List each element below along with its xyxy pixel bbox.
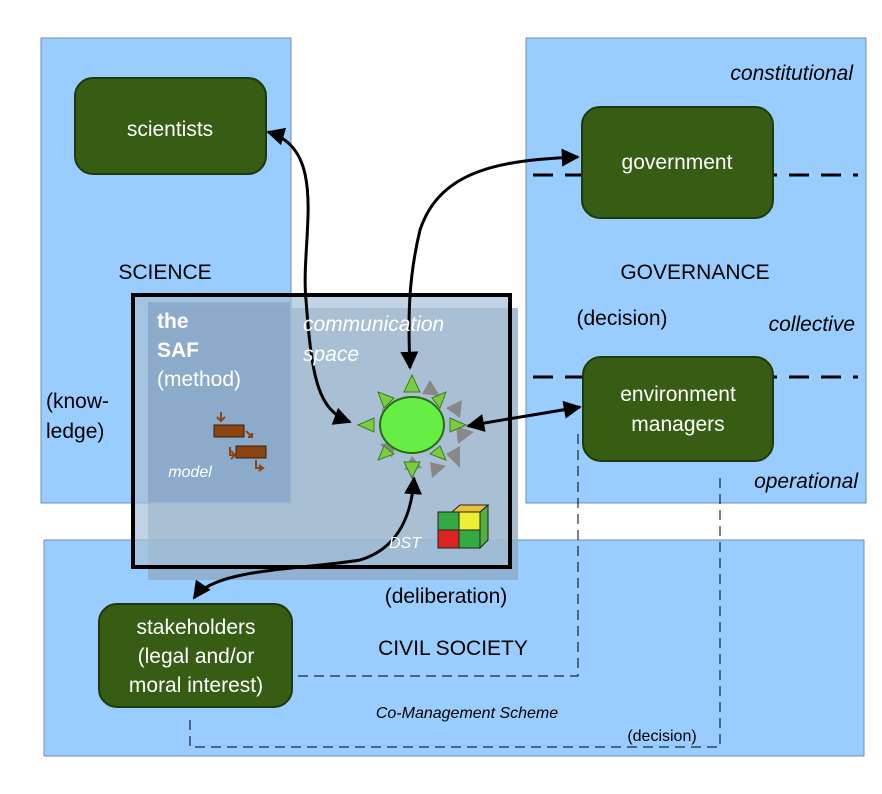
saf-title: SAF (157, 339, 199, 362)
dst-label: DST (389, 535, 422, 552)
sun-icon (356, 373, 474, 480)
stakeholders-label-3: moral interest) (129, 674, 263, 697)
dst-cube-icon (437, 503, 490, 550)
stakeholders-label-1: stakeholders (136, 616, 255, 639)
managers-label-2: managers (631, 413, 724, 436)
model-icon (213, 412, 267, 472)
science-knowledge-1: (know- (46, 390, 109, 413)
saf-model-label: model (168, 464, 212, 481)
saf-the: the (157, 310, 189, 333)
saf-method: (method) (157, 368, 241, 391)
arrow-managers-sun (466, 400, 582, 432)
environment-managers-node (582, 356, 774, 462)
government-label: government (622, 151, 733, 174)
deliberation-label: (deliberation) (385, 585, 508, 608)
stakeholders-node (98, 603, 293, 708)
scientists-node (74, 77, 267, 175)
comanagement-boundary (189, 475, 721, 748)
managers-label-1: environment (620, 383, 736, 406)
comanagement-label: Co-Management Scheme (376, 705, 558, 722)
science-knowledge-2: ledge) (46, 420, 104, 443)
communication-space-label-1: communication (303, 313, 444, 336)
level-operational: operational (754, 470, 859, 493)
level-collective: collective (769, 313, 855, 336)
deliberation-boundary (298, 430, 579, 677)
stakeholders-label-2: (legal and/or (138, 645, 255, 668)
government-node (581, 106, 774, 219)
governance-decision: (decision) (576, 307, 667, 330)
communication-space-label-2: space (303, 343, 359, 366)
civil-society-title: CIVIL SOCIETY (378, 637, 528, 660)
science-title: SCIENCE (118, 261, 211, 284)
arrow-government-sun (400, 148, 580, 370)
scientists-label: scientists (127, 118, 213, 141)
arrow-stakeholders-sun (192, 476, 423, 600)
level-constitutional: constitutional (730, 62, 854, 85)
governance-title: GOVERNANCE (620, 261, 769, 284)
comanagement-decision: (decision) (627, 728, 696, 745)
arrow-scientists-sun (266, 127, 352, 425)
